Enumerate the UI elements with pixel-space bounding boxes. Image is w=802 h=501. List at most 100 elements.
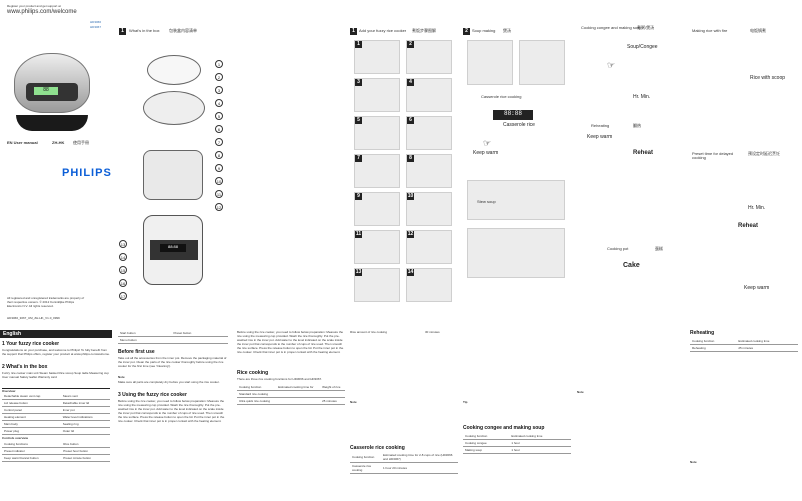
step-2-image: 2 (406, 40, 452, 74)
congee-cell: Making soup (463, 446, 510, 454)
reheat-cell: Cooking function (690, 338, 737, 345)
tip-heading: Tip (463, 400, 468, 404)
callout-10: 10 (215, 177, 223, 185)
model-1: HD3066 (90, 20, 102, 24)
note-heading: Note (350, 400, 357, 404)
step-9-image: 9 (354, 192, 400, 226)
congee-cell: Cooking congee (463, 439, 510, 447)
callout-5: 5 (215, 112, 223, 120)
callout-14: 14 (119, 253, 127, 261)
panel-title: Add your fuzzy rice cooker (359, 28, 407, 33)
preset-panel: Making rice with fire 电饭锅煮 Rice with sco… (690, 0, 802, 330)
section-2-heading: 2 What's in the box (2, 364, 48, 370)
cake-zh: 蛋糕 (655, 246, 663, 251)
cover-panel: Register your product and get support at… (0, 0, 115, 501)
rice-intro: Before using the rice cooker, you need t… (237, 330, 344, 354)
rice-table-cell (276, 390, 321, 398)
step-4-image: 4 (406, 78, 452, 112)
soup-congee-label: Soup/Congee (627, 44, 658, 50)
lang-code: ZH-HK (52, 140, 65, 145)
welcome-url[interactable]: www.philips.com/welcome (7, 9, 77, 15)
step-8-image: 8 (406, 154, 452, 188)
cooker-product-image: 88 (10, 45, 94, 137)
callout-16: 16 (119, 279, 127, 287)
overview-item: Main body (2, 420, 61, 428)
step-number: 2 (463, 28, 470, 35)
reheat-label: Reheat (633, 150, 654, 156)
before-first-use-heading: Before first use (118, 349, 155, 355)
step-6-image: 6 (406, 116, 452, 150)
overview-item: Sealing ring (60, 420, 110, 428)
casserole-cell: 1 hour 20 minutes (380, 462, 458, 474)
rice-amount-time: 30 minutes (425, 330, 440, 334)
step-11-image: 11 (354, 230, 400, 264)
section-2-text: Fuzzy rice cooker main unit Steam basket… (2, 371, 109, 379)
congee-heading: Cooking congee and making soup (463, 425, 545, 431)
overview-item: Steam vent (60, 393, 110, 400)
control-item: Preset minute button (61, 454, 110, 462)
overview-item: Lid release button (2, 399, 61, 407)
preset-title: Preset time for delayed cooking (692, 151, 734, 160)
rice-table-cell: Cooking function (237, 384, 277, 391)
congee-cell: Cooking function (463, 433, 510, 440)
callout-7: 7 (215, 138, 223, 146)
rice-table-cell: Ultra quick rice cooking (237, 397, 277, 405)
reheat-title: Reheating (591, 123, 610, 128)
casserole-section: Rice amount of rice cooking 30 minutes N… (350, 330, 460, 501)
rice-amount-label: Rice amount of rice cooking (350, 330, 388, 334)
model-2: HD3067 (90, 25, 102, 29)
control-item: Start button (118, 330, 172, 337)
note-text: Make sure all parts are completely dry b… (118, 380, 220, 384)
step-3-image: 3 (354, 78, 400, 112)
casserole-title: Casserole rice cooking (481, 94, 522, 99)
congee-cell: Estimated cooking time (509, 433, 571, 440)
reheating-heading: Reheating (690, 330, 715, 336)
steps-panel-1: 1 Add your fuzzy rice cooker 煮饭步骤图解 1 2 … (350, 0, 462, 330)
preset-zh: 预设定时延迟烹饪 (748, 151, 780, 156)
rice-cooking-section: Before using the rice cooker, you need t… (237, 330, 347, 501)
casserole-cell: Casserole rice cooking (350, 462, 381, 474)
control-item: Preset indicator (2, 447, 62, 455)
section-1-text: Congratulations on your purchase, and we… (2, 348, 110, 356)
callout-3: 3 (215, 86, 223, 94)
overview-item: Outer lid (60, 427, 110, 435)
panel-title: Cooking congee and making soup (581, 25, 642, 30)
congee-cell: 1 hour (509, 446, 571, 454)
overview-item: Power plug (2, 427, 61, 435)
press-hand-icon: ☞ (483, 138, 492, 148)
callout-11: 11 (215, 190, 223, 198)
before-first-use-text: Take out all the accessories from the in… (118, 356, 227, 368)
cake-label: Cake (623, 262, 640, 269)
callout-1: 1 (215, 60, 223, 68)
panel-title-zh: 煮饭步骤图解 (412, 28, 436, 33)
register-tagline: Register your product and get support at (7, 4, 61, 8)
controls-heading: Controls overview (2, 436, 29, 440)
english-section: English 1 Your fuzzy rice cooker Congrat… (0, 330, 232, 501)
rice-table-cell: Weight of rice (320, 384, 345, 391)
section-1-heading: 1 Your fuzzy rice cooker (2, 341, 60, 347)
english-bar: English (0, 330, 112, 338)
step-7-image: 7 (354, 154, 400, 188)
control-item: Menu button (118, 336, 172, 344)
callout-list-left: 13 14 15 16 17 (119, 240, 127, 300)
section-3-heading: 3 Using the fuzzy rice cooker (118, 392, 187, 398)
casserole-heading: Casserole rice cooking (350, 445, 405, 451)
overview-item: Heating element (2, 413, 61, 421)
stew-step-image (467, 228, 565, 278)
casserole-rice-label: Casserole rice (503, 122, 535, 128)
hr-min-label: Hr. Min. (748, 205, 766, 211)
overview-item: Detachable inner lid (60, 399, 110, 407)
rice-table-cell (320, 390, 345, 398)
step-14-image: 14 (406, 268, 452, 302)
panel-title-zh: 电饭锅煮 (750, 28, 766, 33)
reheat-cell: Estimated cooking time (736, 338, 798, 345)
inner-pot-diagram (143, 150, 203, 200)
callout-12: 12 (215, 203, 223, 211)
panel-title-zh: 煲汤 (503, 28, 511, 33)
step-5-image: 5 (354, 116, 400, 150)
